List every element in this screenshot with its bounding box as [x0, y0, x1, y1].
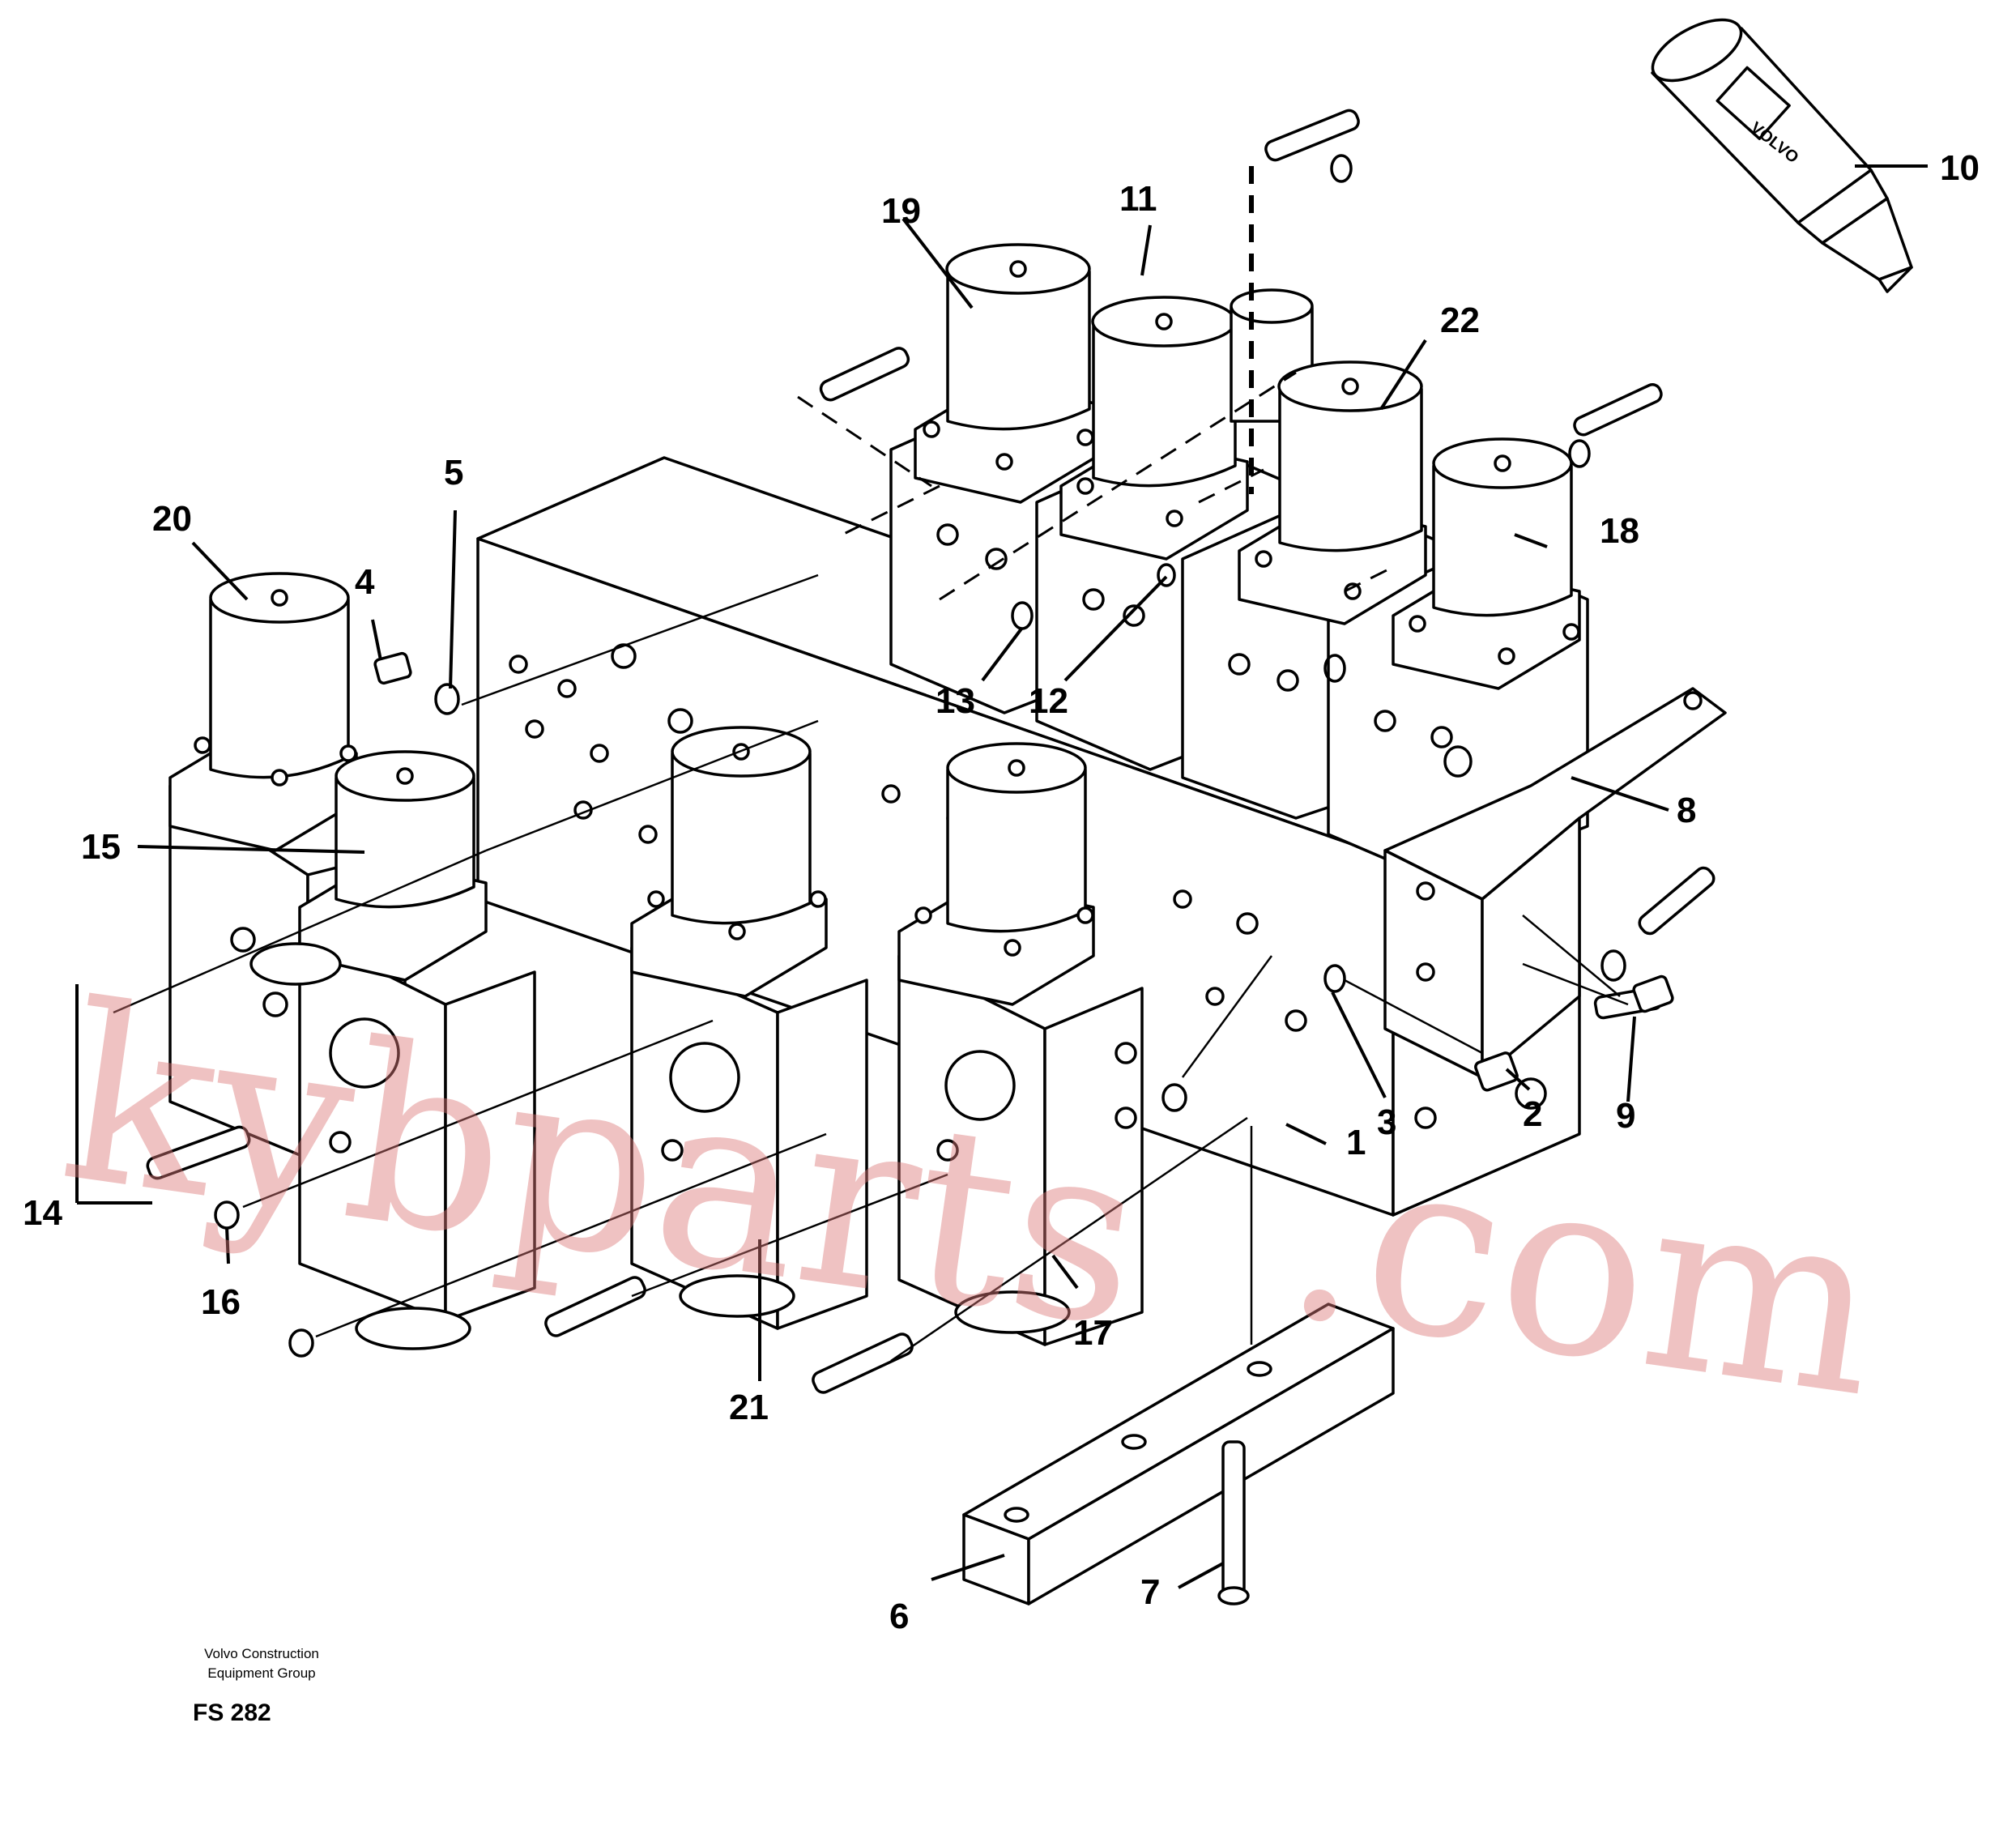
callout-5: 5 [444, 453, 463, 492]
company-name-line2: Equipment Group [207, 1665, 316, 1681]
footer: Volvo Construction Equipment Group FS 28… [144, 1644, 379, 1726]
callout-numbers: 1 2 3 4 5 6 7 8 9 10 11 12 13 14 15 16 1… [23, 148, 1980, 1636]
callout-11: 11 [1119, 179, 1157, 219]
callout-8: 8 [1677, 791, 1696, 830]
callout-4: 4 [355, 562, 375, 602]
figure-code: FS 282 [193, 1699, 271, 1726]
callout-1: 1 [1346, 1123, 1366, 1162]
callout-9: 9 [1616, 1096, 1635, 1136]
solenoid-18 [1392, 437, 1581, 690]
callout-7: 7 [1140, 1572, 1160, 1612]
callout-16: 16 [201, 1282, 241, 1322]
glue-tube-10 [1651, 18, 1913, 293]
callout-13: 13 [936, 681, 975, 721]
solenoid-11 [1059, 296, 1249, 561]
callout-14: 14 [23, 1193, 62, 1233]
bracket-8 [1383, 687, 1727, 1079]
callout-12: 12 [1029, 681, 1068, 721]
company-name-line1: Volvo Construction [204, 1646, 319, 1661]
callout-3: 3 [1377, 1102, 1396, 1142]
alignment-lines [113, 574, 1629, 1362]
leader-lines [75, 164, 1928, 1589]
solenoid-17 [897, 742, 1095, 1006]
solenoid-19 [914, 243, 1103, 504]
front-section-bodies [168, 784, 1144, 1350]
callout-6: 6 [889, 1597, 909, 1636]
callout-20: 20 [152, 499, 192, 539]
solenoid-22 [1238, 360, 1427, 625]
callout-18: 18 [1600, 511, 1639, 551]
o-rings [214, 154, 1626, 1358]
solenoid-20 [168, 572, 358, 852]
callout-19: 19 [881, 191, 921, 231]
callout-22: 22 [1440, 301, 1480, 340]
callout-17: 17 [1073, 1313, 1113, 1353]
plugs [373, 651, 1674, 1092]
callout-2: 2 [1523, 1094, 1542, 1134]
dashed-assembly-lines [797, 166, 1394, 601]
callout-21: 21 [729, 1388, 769, 1427]
callout-10: 10 [1940, 148, 1980, 188]
callout-15: 15 [81, 827, 121, 867]
